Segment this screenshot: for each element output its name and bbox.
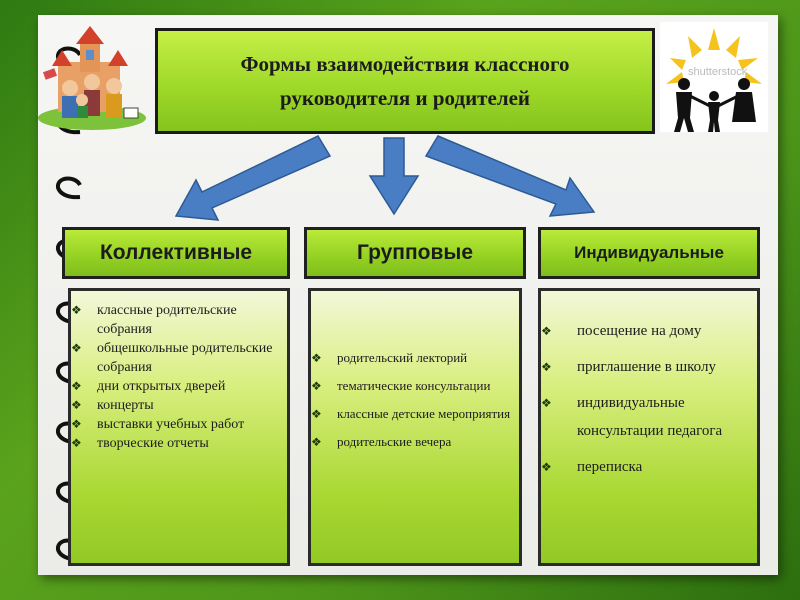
group-panel: ❖родительский лекторий ❖тематические кон… [308, 288, 522, 566]
diamond-bullet-icon: ❖ [541, 396, 552, 410]
list-item: ❖родительские вечера [311, 434, 452, 449]
diamond-bullet-icon: ❖ [541, 360, 552, 374]
title-box: Формы взаимодействия классного руководит… [155, 28, 655, 134]
sun-family-illustration: shutterstock [660, 22, 768, 132]
diamond-bullet-icon: ❖ [71, 398, 82, 412]
category-group: Групповые [304, 227, 526, 279]
diamond-bullet-icon: ❖ [311, 407, 322, 421]
diamond-bullet-icon: ❖ [541, 324, 552, 338]
list-item: ❖приглашение в школу [541, 353, 743, 381]
diamond-bullet-icon: ❖ [311, 379, 322, 393]
arrow-left-icon [174, 135, 332, 221]
diamond-bullet-icon: ❖ [71, 436, 82, 450]
list-item: ❖классные детские мероприятия [311, 406, 511, 421]
list-item: ❖классные родительские собрания [71, 303, 237, 337]
arrow-right-icon [424, 135, 596, 217]
arrow-down-icon [368, 137, 420, 216]
diamond-bullet-icon: ❖ [71, 379, 82, 393]
list-item: ❖индивидуальные консультации педагога [541, 389, 743, 445]
binder-ring-icon [56, 176, 82, 200]
diamond-bullet-icon: ❖ [71, 417, 82, 431]
diamond-bullet-icon: ❖ [311, 435, 322, 449]
list-item: ❖родительский лекторий [311, 350, 468, 365]
list-item: ❖посещение на дому [541, 317, 743, 345]
list-item: ❖тематические консультации [311, 378, 491, 393]
diamond-bullet-icon: ❖ [541, 460, 552, 474]
list-item: ❖переписка [541, 453, 743, 481]
diamond-bullet-icon: ❖ [71, 341, 82, 355]
category-collective: Коллективные [62, 227, 290, 279]
list-item: ❖концерты [71, 398, 154, 413]
diamond-bullet-icon: ❖ [311, 351, 322, 365]
individual-panel: ❖посещение на дому ❖приглашение в школу … [538, 288, 760, 566]
list-item: ❖дни открытых дверей [71, 379, 226, 394]
page-title: Формы взаимодействия классного руководит… [240, 52, 570, 110]
collective-panel: ❖классные родительские собрания ❖общешко… [68, 288, 290, 566]
watermark-text: shutterstock [688, 66, 748, 78]
sun-family-icon [666, 28, 762, 132]
list-item: ❖общешкольные родительские собрания [71, 341, 273, 375]
list-item: ❖выставки учебных работ [71, 417, 245, 432]
list-item: ❖творческие отчеты [71, 436, 209, 451]
school-family-illustration [38, 26, 146, 130]
category-individual: Индивидуальные [538, 227, 760, 279]
diamond-bullet-icon: ❖ [71, 303, 82, 317]
